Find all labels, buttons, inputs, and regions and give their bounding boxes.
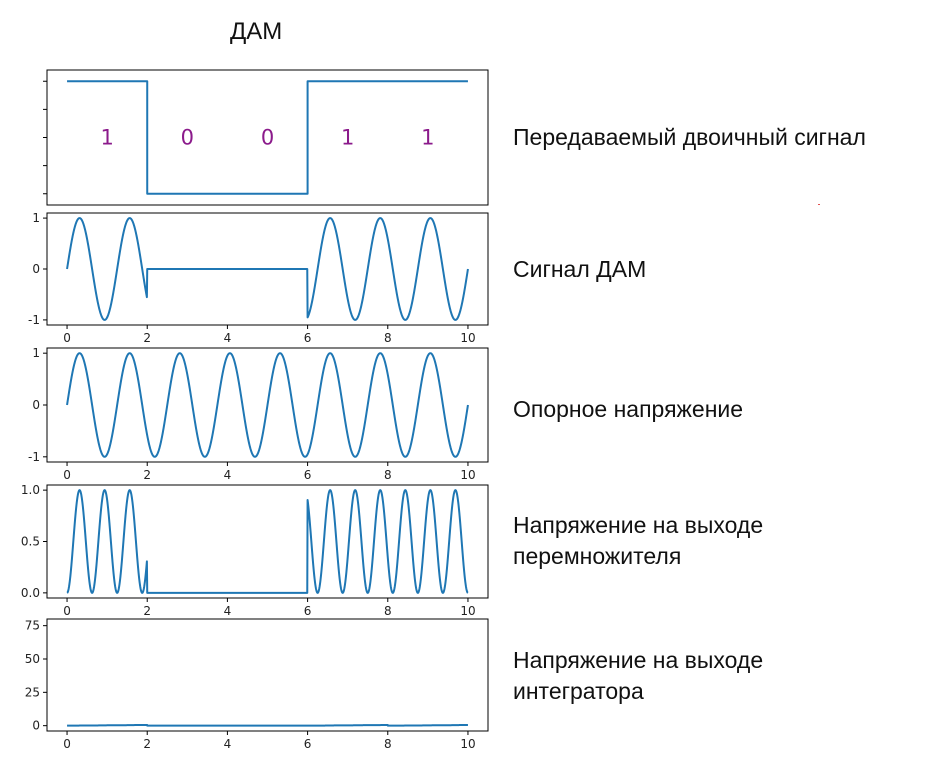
bit-label: 0	[181, 126, 194, 150]
x-tick-label-3: 6	[304, 468, 312, 482]
y-tick-label-3: 0	[32, 398, 40, 412]
x-tick-label-5: 4	[224, 737, 232, 751]
y-tick-label-4: 0.5	[21, 535, 40, 549]
x-tick-label-3: 10	[460, 468, 475, 482]
reference-voltage-line	[66, 352, 469, 458]
y-tick-label-5: 75	[25, 619, 40, 633]
plot-frame-5	[46, 618, 489, 732]
x-tick-label-3: 8	[384, 468, 392, 482]
bit-label: 0	[261, 126, 274, 150]
y-tick-label-2: 1	[32, 211, 40, 225]
x-tick-label-4: 4	[224, 604, 232, 618]
bit-label: 1	[341, 126, 354, 150]
x-tick-label-4: 0	[63, 604, 71, 618]
page-title: ДАМ	[230, 18, 283, 45]
integrator-output-line	[66, 723, 469, 727]
y-tick-label-5: 50	[25, 652, 40, 666]
x-tick-label-5: 8	[384, 737, 392, 751]
caption-multiplier-output: Напряжение на выходе перемножителя	[513, 512, 764, 569]
y-tick-label-5: 25	[25, 685, 40, 699]
y-tick-label-2: -1	[28, 313, 40, 327]
binary-signal-line	[67, 80, 468, 195]
x-tick-label-2: 4	[224, 331, 232, 345]
x-tick-label-4: 2	[143, 604, 151, 618]
x-tick-label-2: 0	[63, 331, 71, 345]
x-tick-label-3: 2	[143, 468, 151, 482]
x-tick-label-3: 4	[224, 468, 232, 482]
x-tick-label-2: 8	[384, 331, 392, 345]
caption-integrator-output: Напряжение на выходе интегратора	[513, 647, 764, 704]
plot-frame-4	[46, 484, 489, 599]
x-tick-label-2: 6	[304, 331, 312, 345]
y-tick-label-3: 1	[32, 346, 40, 360]
y-tick-label-5: 0	[32, 719, 40, 733]
y-tick-label-3: -1	[28, 450, 40, 464]
caption-reference-voltage: Опорное напряжение	[513, 396, 744, 422]
x-tick-label-3: 0	[63, 468, 71, 482]
y-tick-label-2: 0	[32, 262, 40, 276]
x-tick-label-4: 8	[384, 604, 392, 618]
y-tick-label-4: 0.0	[21, 586, 40, 600]
caption-binary-signal: Передаваемый двоичный сигнал	[513, 124, 866, 150]
bit-label: 1	[100, 126, 113, 150]
y-tick-label-4: 1.0	[21, 483, 40, 497]
x-tick-label-5: 2	[143, 737, 151, 751]
x-tick-label-5: 0	[63, 737, 71, 751]
x-tick-label-5: 10	[460, 737, 475, 751]
caption-dam-signal: Сигнал ДАМ	[513, 256, 647, 282]
x-tick-label-2: 2	[143, 331, 151, 345]
dam-signal-line	[66, 217, 469, 321]
x-tick-label-4: 6	[304, 604, 312, 618]
bit-label: 1	[421, 126, 434, 150]
x-tick-label-2: 10	[460, 331, 475, 345]
x-tick-label-5: 6	[304, 737, 312, 751]
stray-mark	[818, 204, 820, 205]
x-tick-label-4: 10	[460, 604, 475, 618]
multiplier-output-line	[66, 489, 469, 594]
